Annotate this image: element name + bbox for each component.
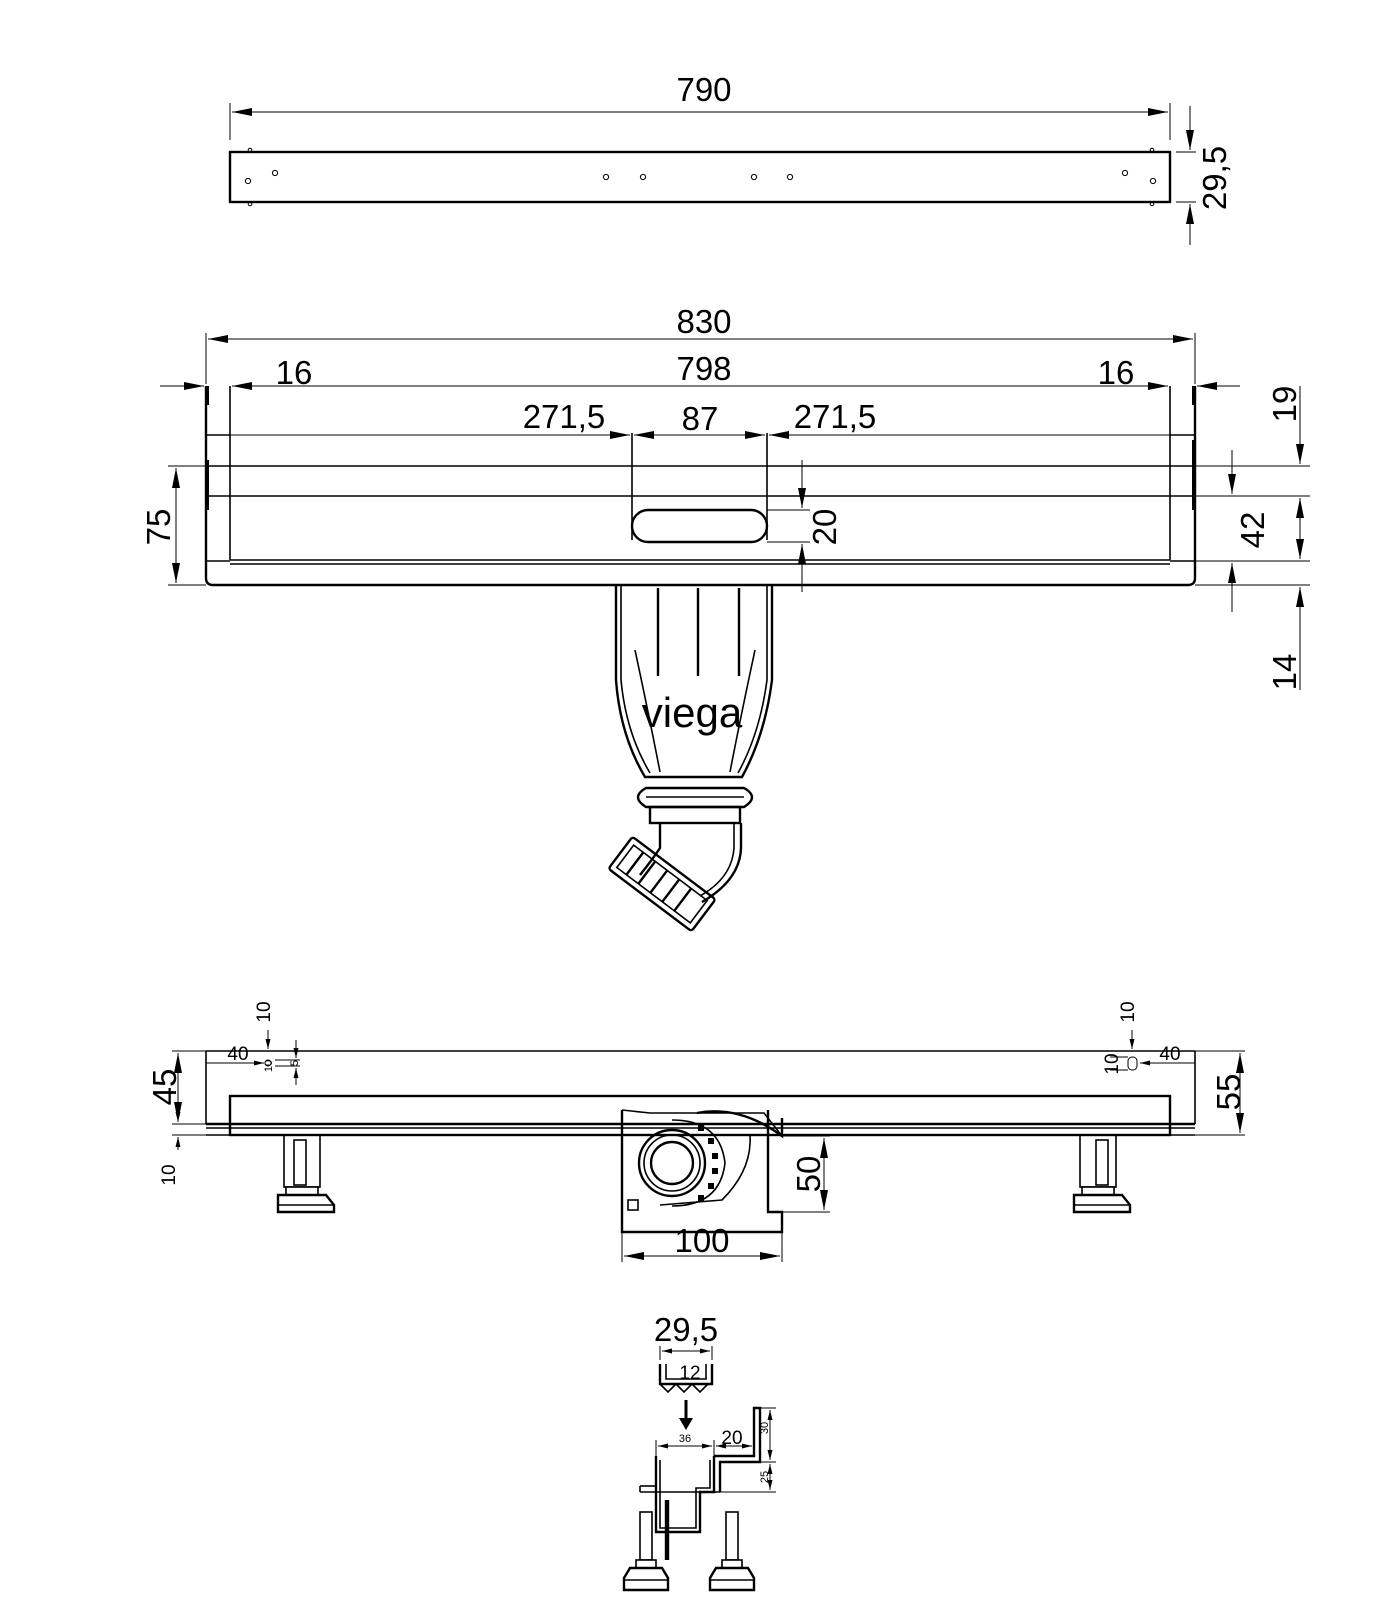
section-foot-right — [708, 1511, 756, 1592]
grate-outline — [228, 150, 1172, 204]
dim-55: 55 — [1210, 1074, 1247, 1111]
dim-40-left: 40 — [227, 1044, 248, 1065]
outlet-slot — [630, 508, 769, 544]
dim-29-5-section: 29,5 — [654, 1311, 718, 1348]
dim-271-5-right: 271,5 — [794, 398, 877, 435]
drain-siphon: viega — [608, 586, 774, 932]
dim-10-foot: 10 — [159, 1164, 180, 1185]
dim-100: 100 — [674, 1222, 729, 1259]
section-view: 29,5 12 — [622, 1311, 776, 1592]
channel-section-profile — [654, 1456, 716, 1534]
dim-42: 42 — [1234, 512, 1271, 549]
grate-view: 790 29,5 — [228, 71, 1233, 245]
dim-50: 50 — [790, 1156, 827, 1193]
dim-19: 19 — [1266, 386, 1303, 423]
adjustable-foot-right — [1072, 1134, 1132, 1214]
dim-790: 790 — [676, 71, 731, 108]
dim-10-left-top: 10 — [254, 1001, 275, 1022]
dim-75: 75 — [140, 509, 177, 546]
dim-20: 20 — [806, 509, 843, 546]
dim-16-right: 16 — [1098, 354, 1135, 391]
dim-40-right: 40 — [1159, 1044, 1180, 1065]
section-foot-left — [622, 1511, 670, 1592]
dim-5-left: 5 — [289, 1060, 301, 1066]
dim-830: 830 — [676, 303, 731, 340]
dim-10-left-hole: 10 — [263, 1060, 275, 1072]
channel-side-profile — [228, 1094, 1172, 1137]
dim-16-left: 16 — [276, 354, 313, 391]
dim-271-5-left: 271,5 — [523, 398, 606, 435]
dim-20-section: 20 — [721, 1428, 742, 1449]
viega-logo: viega — [642, 689, 743, 736]
dim-798: 798 — [676, 350, 731, 387]
dim-12: 12 — [679, 1363, 700, 1384]
grate-holes — [244, 147, 1157, 207]
adjustable-foot-left — [276, 1134, 336, 1214]
dim-36: 36 — [679, 1433, 691, 1445]
dim-10-right-top: 10 — [1118, 1001, 1139, 1022]
dim-87: 87 — [682, 400, 719, 437]
dim-45: 45 — [146, 1069, 183, 1106]
dim-14: 14 — [1266, 654, 1303, 691]
dim-29-5-grate: 29,5 — [1196, 146, 1233, 210]
channel-body — [204, 386, 1197, 587]
channel-top-view: 830 798 16 16 271,5 87 271,5 20 75 19 — [140, 303, 1310, 932]
outlet-housing-side — [620, 1109, 784, 1234]
side-view: 45 10 55 40 10 10 5 40 10 10 — [146, 1001, 1247, 1262]
dim-10-right-hole: 10 — [1102, 1053, 1123, 1074]
dim-25: 25 — [759, 1471, 771, 1483]
dim-30: 30 — [759, 1422, 771, 1434]
